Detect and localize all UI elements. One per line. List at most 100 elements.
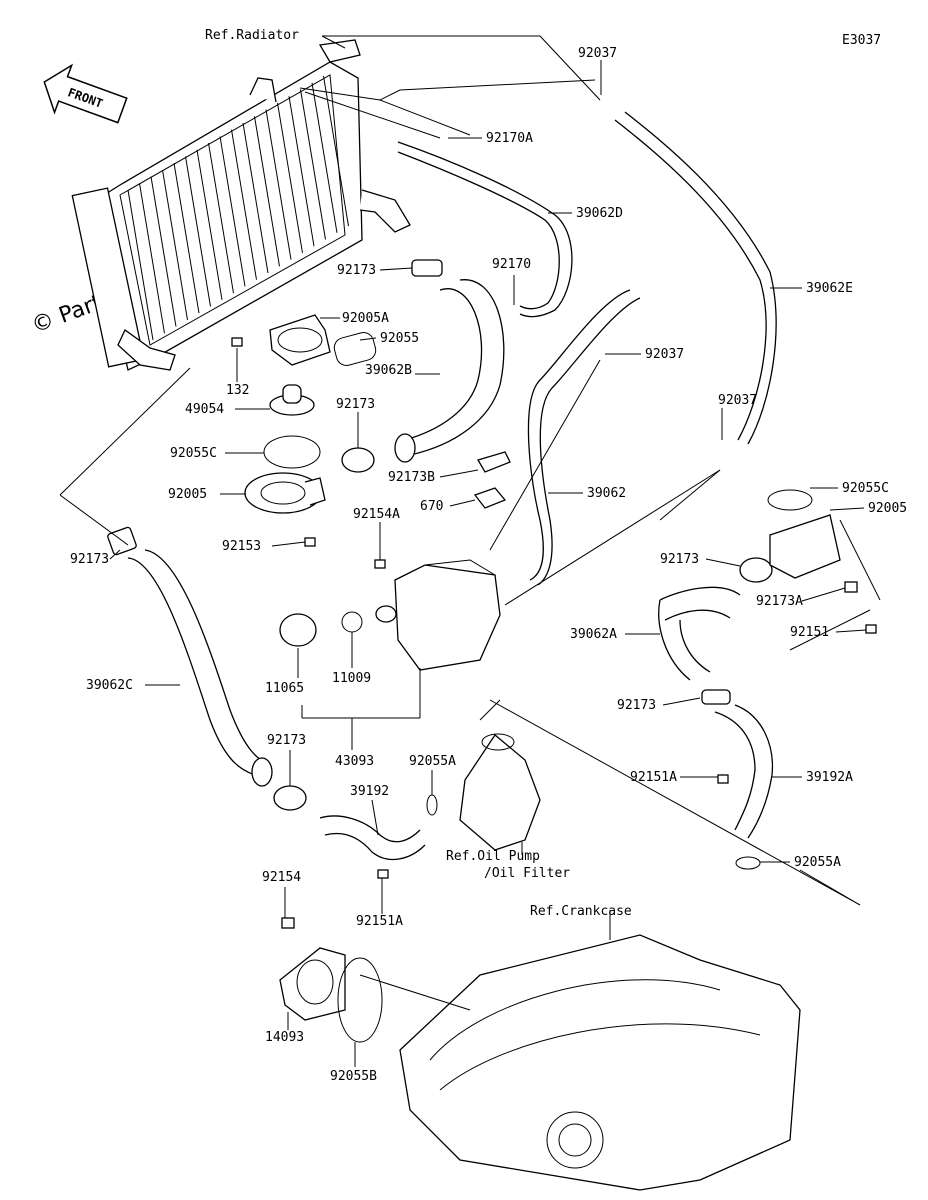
part-label-39062: 39062 <box>587 486 626 501</box>
ref-oil-pump-label: Ref.Oil Pump <box>446 849 540 864</box>
hose-39062D <box>397 141 573 318</box>
radiator-fin <box>139 183 165 334</box>
part-label-92173: 92173 <box>617 698 656 713</box>
leader-line <box>489 359 601 551</box>
part-labels: Ref.Radiator Ref.Oil Pump /Oil Filter Re… <box>70 28 907 1084</box>
ref-crankcase-label: Ref.Crankcase <box>530 904 632 919</box>
part-label-11065: 11065 <box>265 681 304 696</box>
figure-code: E3037 <box>842 33 881 48</box>
ref-radiator-label: Ref.Radiator <box>205 28 299 43</box>
hose-39062C <box>127 549 273 787</box>
radiator <box>71 39 411 371</box>
leader-line <box>109 549 121 560</box>
part-label-92151a: 92151A <box>356 914 403 929</box>
leader-line <box>59 367 191 496</box>
part-label-670: 670 <box>420 499 443 514</box>
part-label-92151: 92151 <box>790 625 829 640</box>
leader-line <box>271 541 306 547</box>
part-label-92055a: 92055A <box>794 855 841 870</box>
radiator-fin <box>150 176 177 327</box>
part-label-92173: 92173 <box>267 733 306 748</box>
housing-92005-right <box>767 489 841 579</box>
gasket-92055 <box>333 332 377 366</box>
part-label-92173: 92173 <box>337 263 376 278</box>
impeller-cover-14093 <box>279 947 346 1021</box>
leader-line <box>829 507 865 511</box>
leader-line <box>835 629 867 633</box>
leader-line <box>662 697 701 706</box>
pipe-39192A <box>714 704 774 839</box>
radiator-fin <box>162 169 188 320</box>
clip-92173B <box>477 451 511 473</box>
leader-line <box>705 558 741 567</box>
radiator-fin <box>311 82 338 233</box>
part-label-92005a: 92005A <box>342 311 389 326</box>
part-label-14093: 14093 <box>265 1030 304 1045</box>
leader-line <box>371 799 379 836</box>
radiator-fin <box>231 129 257 280</box>
hose-39062 <box>527 289 641 586</box>
part-label-49054: 49054 <box>185 402 224 417</box>
part-label-92055: 92055 <box>380 331 419 346</box>
leader-line <box>379 89 401 101</box>
part-label-92055c: 92055C <box>842 481 889 496</box>
leader-line <box>799 869 861 906</box>
part-label-43093: 43093 <box>335 754 374 769</box>
leader-line <box>789 609 871 651</box>
cover-92005 <box>244 472 326 514</box>
o-ring-11009 <box>341 611 363 633</box>
leader-line <box>439 469 479 478</box>
leader-lines <box>59 35 881 1067</box>
radiator-fin <box>288 96 315 247</box>
part-label-39062d: 39062D <box>576 206 623 221</box>
leader-line <box>659 469 721 521</box>
part-label-11009: 11009 <box>332 671 371 686</box>
part-label-92154a: 92154A <box>353 507 400 522</box>
part-label-92153: 92153 <box>222 539 261 554</box>
part-label-92173: 92173 <box>70 552 109 567</box>
crankcase <box>399 934 801 1191</box>
part-label-92037: 92037 <box>645 347 684 362</box>
o-ring-92055B <box>337 957 383 1043</box>
part-label-92005: 92005 <box>168 487 207 502</box>
reservoir-tank-43093 <box>375 559 501 671</box>
water-pump <box>459 733 541 851</box>
radiator-fin <box>242 122 269 274</box>
part-label-92173a: 92173A <box>756 594 803 609</box>
radiator-fin <box>219 136 246 287</box>
part-label-92173: 92173 <box>660 552 699 567</box>
part-label-132: 132 <box>226 383 249 398</box>
part-label-92037: 92037 <box>578 46 617 61</box>
part-label-92151a: 92151A <box>630 770 677 785</box>
leader-line <box>379 267 413 271</box>
leader-line <box>504 469 721 606</box>
radiator-fin <box>127 189 154 341</box>
leader-line <box>449 499 476 507</box>
leader-line <box>539 35 601 101</box>
leader-line <box>304 91 441 139</box>
leader-line <box>839 519 881 601</box>
ref-oil-filter-label: /Oil Filter <box>484 866 570 881</box>
part-label-92055a: 92055A <box>409 754 456 769</box>
part-label-92154: 92154 <box>262 870 301 885</box>
bolts <box>231 337 877 929</box>
pipe-39192 <box>319 815 426 861</box>
leader-line <box>801 587 846 602</box>
radiator-fin <box>173 163 200 314</box>
clamp-92173 <box>107 259 773 811</box>
part-label-92173: 92173 <box>336 397 375 412</box>
leader-line <box>489 699 861 906</box>
part-label-92173b: 92173B <box>388 470 435 485</box>
leader-line <box>379 99 471 136</box>
part-label-39062c: 39062C <box>86 678 133 693</box>
cap-11065 <box>279 613 317 647</box>
front-arrow-icon: FRONT <box>43 63 128 124</box>
leader-line <box>399 79 596 91</box>
part-label-39192: 39192 <box>350 784 389 799</box>
radiator-fin <box>300 89 326 240</box>
radiator-fin <box>196 149 223 300</box>
part-label-39062a: 39062A <box>570 627 617 642</box>
part-label-39062e: 39062E <box>806 281 853 296</box>
radiator-fin <box>185 156 211 307</box>
